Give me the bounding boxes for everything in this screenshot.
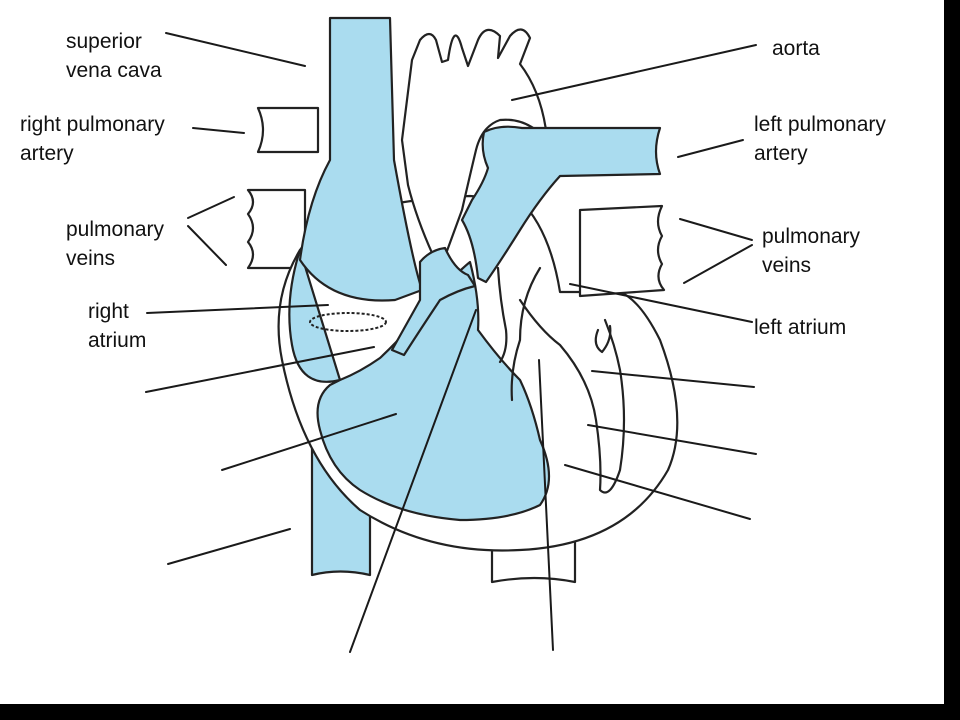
slide: superior vena cava aorta right pulmonary… <box>0 0 944 704</box>
leader-unlabeled-5 <box>538 359 554 651</box>
right-pulmonary-artery-shape <box>256 106 320 154</box>
leader-pulmonary-veins-right-b <box>683 244 753 284</box>
label-aorta: aorta <box>772 37 820 60</box>
leader-left-atrium <box>569 283 753 323</box>
septal-vessel <box>390 246 477 357</box>
leader-aorta <box>511 44 757 101</box>
left-pulmonary-veins-shape <box>578 204 666 298</box>
leader-unlabeled-6 <box>591 370 755 388</box>
label-left-pulmonary-artery: left pulmonary artery <box>754 113 886 165</box>
leader-right-atrium <box>146 304 329 314</box>
label-left-atrium: left atrium <box>754 316 847 339</box>
superior-vena-cava-shape <box>298 16 424 302</box>
label-right-pulmonary-artery: right pulmonary artery <box>20 113 165 165</box>
leader-superior-vena-cava <box>165 32 306 67</box>
leader-pulmonary-veins-left-b <box>187 225 227 266</box>
leader-unlabeled-4 <box>349 309 477 653</box>
left-valve-leaflet <box>496 266 612 364</box>
label-right-atrium: right atrium <box>88 300 147 352</box>
leader-pulmonary-veins-right-a <box>679 218 753 241</box>
left-ventricle-inner-wall <box>510 266 626 494</box>
right-heart-chamber <box>288 248 550 522</box>
leader-unlabeled-7 <box>587 424 757 455</box>
label-pulmonary-veins-left: pulmonary veins <box>66 218 165 270</box>
leader-unlabeled-3 <box>167 528 291 565</box>
leader-lines <box>145 32 757 653</box>
tricuspid-valve <box>309 312 387 332</box>
label-pulmonary-veins-right: pulmonary veins <box>762 225 861 277</box>
heart-diagram <box>145 16 757 653</box>
leader-right-pulmonary-artery <box>192 127 245 134</box>
leader-left-pulmonary-artery <box>677 139 744 158</box>
leader-pulmonary-veins-left-a <box>187 196 235 219</box>
pulmonary-artery-shape <box>460 125 662 284</box>
leader-unlabeled-8 <box>564 464 751 520</box>
label-superior-vena-cava: superior vena cava <box>66 30 162 82</box>
leader-unlabeled-2 <box>221 413 397 471</box>
right-pulmonary-veins-shape <box>246 188 307 270</box>
aorta-shape <box>400 28 548 272</box>
leader-unlabeled-1 <box>145 346 375 393</box>
